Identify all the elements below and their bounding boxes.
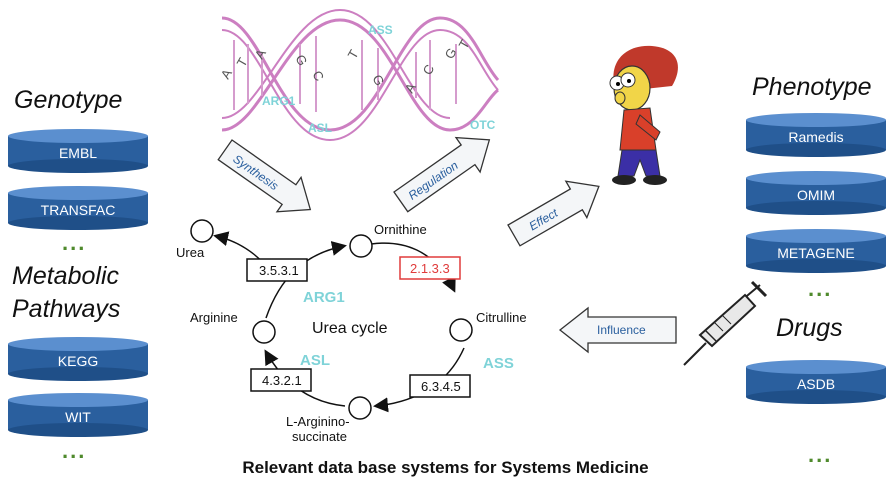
urea-node xyxy=(190,219,214,243)
metabolite-urea: Urea xyxy=(176,245,205,260)
metabolic-title-line2: Pathways xyxy=(12,295,121,323)
gene-asl: ASL xyxy=(300,352,330,369)
argininosuccinate-node xyxy=(348,396,372,420)
database-cylinder-icon xyxy=(746,171,886,215)
db-omim[interactable]: OMIM xyxy=(746,171,886,215)
genotype-more-dots: ... xyxy=(62,230,87,255)
gene-ass: ASS xyxy=(483,355,514,372)
regulation-arrow: Regulation xyxy=(393,136,491,213)
database-cylinder-icon xyxy=(8,393,148,437)
database-cylinder-icon xyxy=(746,113,886,157)
dna-helix-icon: A T A G C T G A C G T xyxy=(218,8,500,142)
cycle-title: Urea cycle xyxy=(312,320,388,337)
db-label: EMBL xyxy=(58,145,98,161)
synthesis-arrow: Synthesis xyxy=(217,139,312,213)
phenotype-more-dots: ... xyxy=(808,276,833,301)
metabolic-more-dots: ... xyxy=(62,438,87,463)
influence-arrow: Influence xyxy=(558,306,677,354)
effect-arrow: Effect xyxy=(507,180,600,247)
database-cylinder-icon xyxy=(8,337,148,381)
enzyme-4-3-2-1: 4.3.2.1 xyxy=(262,373,302,388)
db-label: WIT xyxy=(65,409,91,425)
db-label: OMIM xyxy=(796,187,836,203)
citrulline-node xyxy=(449,318,473,342)
gene-arg1: ARG1 xyxy=(303,289,345,306)
database-cylinder-icon xyxy=(8,129,148,173)
svg-text:G: G xyxy=(369,72,387,88)
dna-label-ass: ASS xyxy=(368,23,393,37)
db-embl[interactable]: EMBL xyxy=(8,129,148,173)
database-cylinder-icon xyxy=(746,229,886,273)
metabolite-citrulline: Citrulline xyxy=(476,310,527,325)
svg-text:C: C xyxy=(309,68,327,84)
ornithine-node xyxy=(349,234,373,258)
drugs-more-dots: ... xyxy=(808,442,833,467)
metabolite-ornithine: Ornithine xyxy=(374,222,427,237)
influence-label: Influence xyxy=(597,323,646,337)
dna-label-arg1: ARG1 xyxy=(262,94,296,108)
arginine-node xyxy=(252,320,276,344)
db-metagene[interactable]: METAGENE xyxy=(746,229,886,273)
enzyme-2-1-3-3: 2.1.3.3 xyxy=(410,261,450,276)
syringe-icon xyxy=(683,280,768,366)
database-cylinder-icon xyxy=(746,360,886,404)
svg-text:T: T xyxy=(345,47,362,61)
dna-label-asl: ASL xyxy=(308,121,332,135)
svg-text:A: A xyxy=(218,66,235,81)
metabolic-title-line1: Metabolic xyxy=(12,262,119,290)
database-cylinder-icon xyxy=(8,186,148,230)
genotype-title: Genotype xyxy=(14,86,123,114)
db-wit[interactable]: WIT xyxy=(8,393,148,437)
db-label: Ramedis xyxy=(788,129,844,145)
db-transfac[interactable]: TRANSFAC xyxy=(8,186,148,230)
drugs-title: Drugs xyxy=(776,314,843,342)
figure-caption: Relevant data base systems for Systems M… xyxy=(242,458,649,477)
person-icon xyxy=(609,45,678,185)
metabolite-argininosuccinate-line2: succinate xyxy=(292,429,347,444)
dna-label-otc: OTC xyxy=(470,118,496,132)
phenotype-title: Phenotype xyxy=(752,73,872,101)
db-asdb[interactable]: ASDB xyxy=(746,360,886,404)
svg-text:A: A xyxy=(252,46,269,61)
db-kegg[interactable]: KEGG xyxy=(8,337,148,381)
svg-text:G: G xyxy=(292,52,310,68)
db-label: ASDB xyxy=(796,376,836,392)
metabolite-argininosuccinate-line1: L-Arginino- xyxy=(286,414,350,429)
metabolite-arginine: Arginine xyxy=(190,310,238,325)
db-label: METAGENE xyxy=(777,245,855,261)
db-label: TRANSFAC xyxy=(40,202,116,218)
enzyme-3-5-3-1: 3.5.3.1 xyxy=(259,263,299,278)
db-ramedis[interactable]: Ramedis xyxy=(746,113,886,157)
enzyme-6-3-4-5: 6.3.4.5 xyxy=(421,379,461,394)
db-label: KEGG xyxy=(57,353,99,369)
svg-text:C: C xyxy=(420,62,438,78)
